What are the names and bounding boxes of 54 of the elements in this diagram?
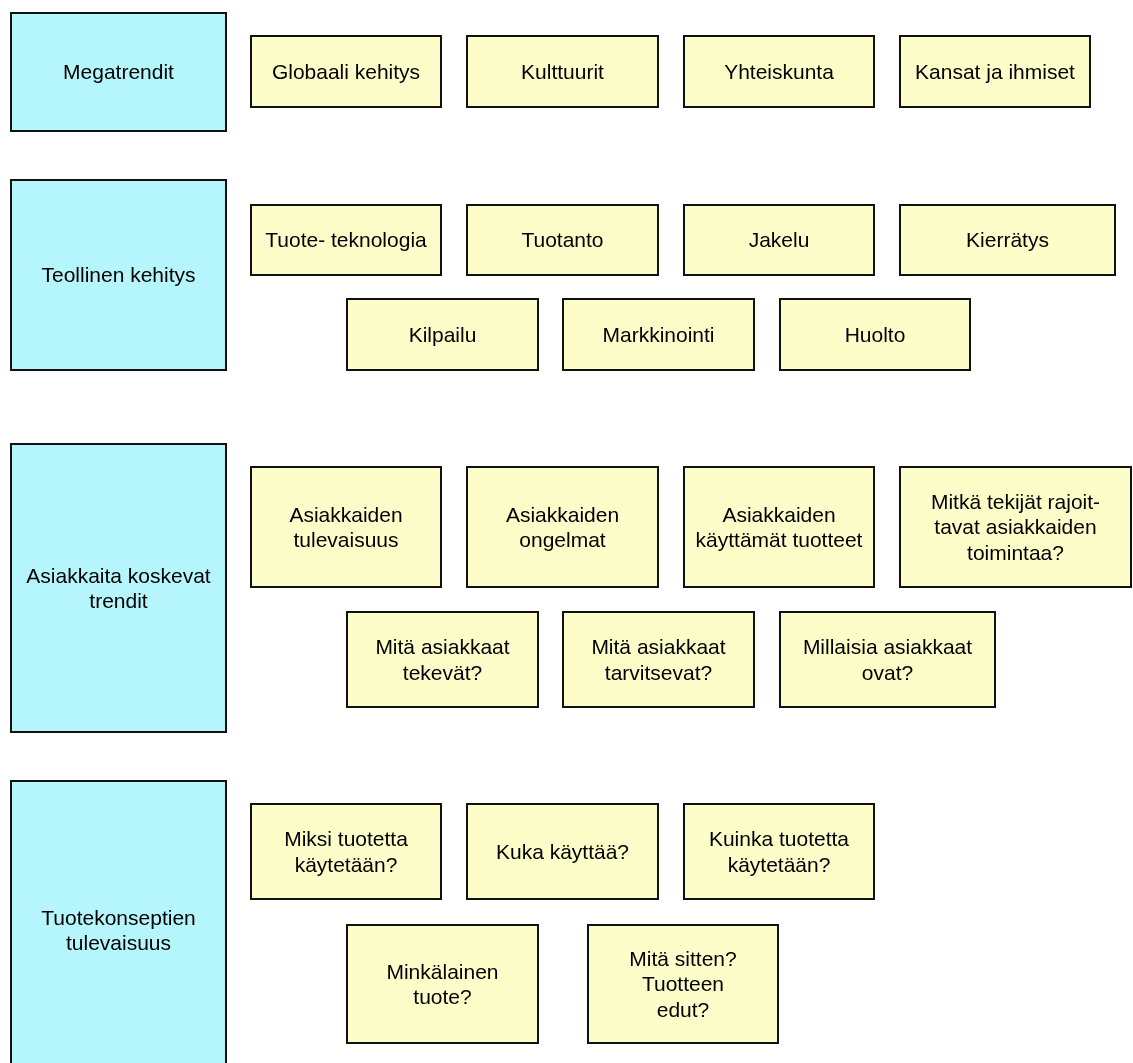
topic-label: Mitkä tekijät rajoit- tavat asiakkaiden toimintaa?	[929, 489, 1102, 565]
topic-box	[250, 803, 442, 900]
topic-label: Asiakkaiden käyttämät tuotteet	[694, 501, 864, 553]
topic-label: Asiakkaiden ongelmat	[504, 501, 621, 553]
topic-box	[779, 298, 971, 371]
topic-label: Markkinointi	[602, 321, 715, 348]
topic-label: Yhteiskunta	[724, 58, 834, 85]
category-box	[10, 780, 227, 1063]
topic-box	[587, 924, 779, 1044]
topic-box	[466, 35, 659, 108]
topic-box	[683, 466, 875, 588]
category-box	[10, 443, 227, 733]
topic-label: Tuotanto	[521, 227, 604, 253]
topic-box	[466, 466, 659, 588]
category-label: Megatrendit	[63, 59, 174, 85]
topic-box	[250, 35, 442, 108]
topic-label: Tuote- teknologia	[265, 227, 427, 253]
topic-label: Jakelu	[748, 227, 810, 253]
topic-box	[346, 611, 539, 708]
topic-box	[346, 924, 539, 1044]
topic-box	[250, 204, 442, 276]
topic-label: Mitä asiakkaat tarvitsevat?	[590, 634, 727, 685]
topic-box	[466, 204, 659, 276]
topic-label: Miksi tuotetta käytetään?	[283, 826, 409, 877]
topic-box	[250, 466, 442, 588]
topic-label: Kierrätys	[966, 227, 1049, 253]
topic-box	[899, 35, 1091, 108]
topic-label: Kuka käyttää?	[495, 838, 630, 865]
topic-box	[899, 204, 1116, 276]
topic-box	[683, 803, 875, 900]
topic-label: Kuinka tuotetta käytetään?	[707, 826, 851, 877]
topic-box	[683, 204, 875, 276]
topic-label: Mitä asiakkaat tekevät?	[374, 634, 511, 685]
topic-label: Kansat ja ihmiset	[915, 58, 1075, 85]
topic-label: Kilpailu	[408, 321, 477, 348]
topic-label: Asiakkaiden tulevaisuus	[288, 501, 404, 553]
topic-label: Huolto	[844, 321, 906, 348]
category-box	[10, 12, 227, 132]
topic-label: Minkälainen tuote?	[385, 958, 500, 1010]
category-label: Teollinen kehitys	[41, 262, 196, 288]
topic-label: Millaisia asiakkaat ovat?	[801, 634, 974, 685]
topic-box	[346, 298, 539, 371]
category-label: Asiakkaita koskevat trendit	[25, 562, 212, 614]
topic-label: Mitä sitten? Tuotteen edut?	[628, 946, 738, 1022]
topic-box	[562, 611, 755, 708]
topic-box	[683, 35, 875, 108]
topic-box	[466, 803, 659, 900]
topic-label: Globaali kehitys	[271, 58, 421, 85]
topic-box	[562, 298, 755, 371]
topic-box	[899, 466, 1132, 588]
category-label: Tuotekonseptien tulevaisuus	[40, 904, 197, 956]
topic-box	[779, 611, 996, 708]
topic-label: Kulttuurit	[521, 58, 604, 85]
category-box	[10, 179, 227, 371]
